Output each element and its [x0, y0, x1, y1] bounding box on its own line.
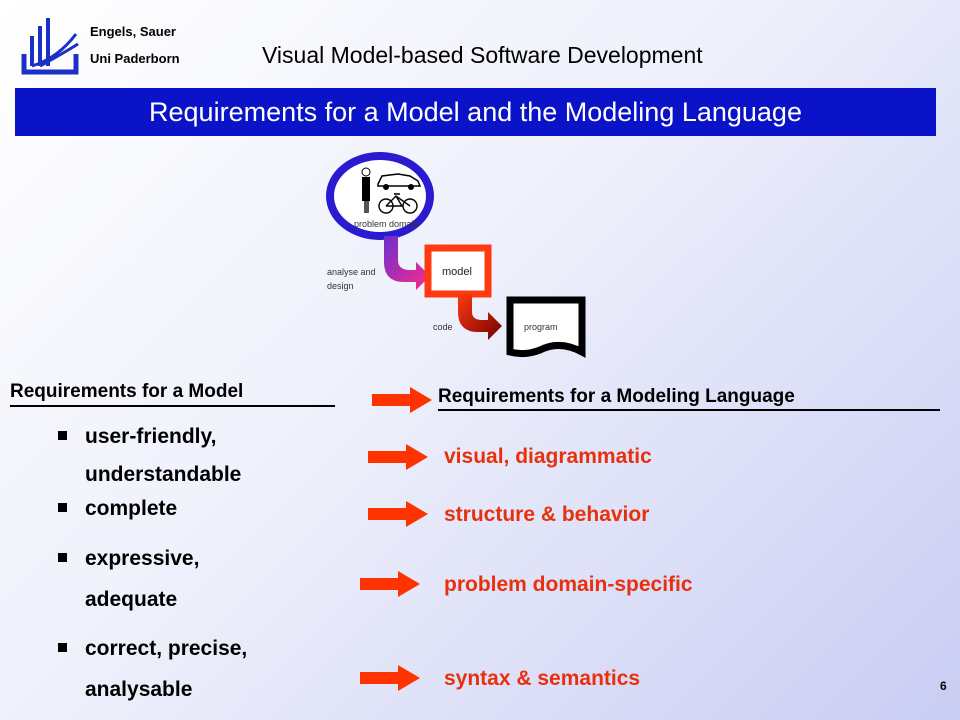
code-arrow: [458, 294, 502, 340]
bicycle-icon: [378, 193, 418, 214]
right-arrow-icon: [368, 501, 428, 527]
university-logo-icon: [21, 18, 79, 75]
car-icon: [377, 173, 422, 190]
right-arrow-icon: [360, 571, 420, 597]
model-label: model: [442, 266, 472, 278]
author-name: Engels, Sauer: [90, 24, 176, 39]
right-arrow-icon: [368, 444, 428, 470]
model-item-user-friendly: user-friendly, understandable: [58, 418, 241, 494]
bullet-icon: [58, 552, 67, 562]
analyse-arrow: [384, 236, 430, 290]
code-label: code: [433, 322, 453, 332]
program-label: program: [524, 322, 558, 332]
model-item-correct: correct, precise, analysable: [58, 630, 247, 712]
model-item-complete: complete: [58, 490, 177, 528]
author-affiliation: Uni Paderborn: [90, 51, 180, 66]
modeling-process-diagram: problem domain analyse and design model …: [326, 152, 586, 358]
language-item-syntax: syntax & semantics: [444, 667, 641, 690]
model-requirements-heading: Requirements for a Model: [10, 381, 244, 402]
right-arrow-icon: [372, 387, 432, 413]
slide-title: Requirements for a Model and the Modelin…: [15, 88, 936, 136]
bullet-icon: [58, 642, 67, 652]
language-item-visual: visual, diagrammatic: [444, 445, 652, 468]
right-arrow-icon: [360, 665, 420, 691]
program-document: [506, 296, 586, 358]
bullet-icon: [58, 430, 67, 440]
problem-domain-label: problem domain: [354, 219, 419, 229]
bullet-icon: [58, 502, 67, 512]
heading-underline: [438, 409, 940, 411]
language-item-structure: structure & behavior: [444, 503, 650, 526]
page-number: 6: [940, 679, 947, 693]
course-title: Visual Model-based Software Development: [262, 42, 703, 68]
model-item-expressive: expressive, adequate: [58, 540, 199, 622]
analyse-label-line2: design: [327, 281, 354, 291]
language-requirements-heading: Requirements for a Modeling Language: [438, 386, 795, 407]
language-item-domain-specific: problem domain-specific: [444, 573, 693, 596]
person-icon: [361, 167, 371, 213]
analyse-label-line1: analyse and: [327, 267, 376, 277]
heading-underline: [10, 405, 335, 407]
